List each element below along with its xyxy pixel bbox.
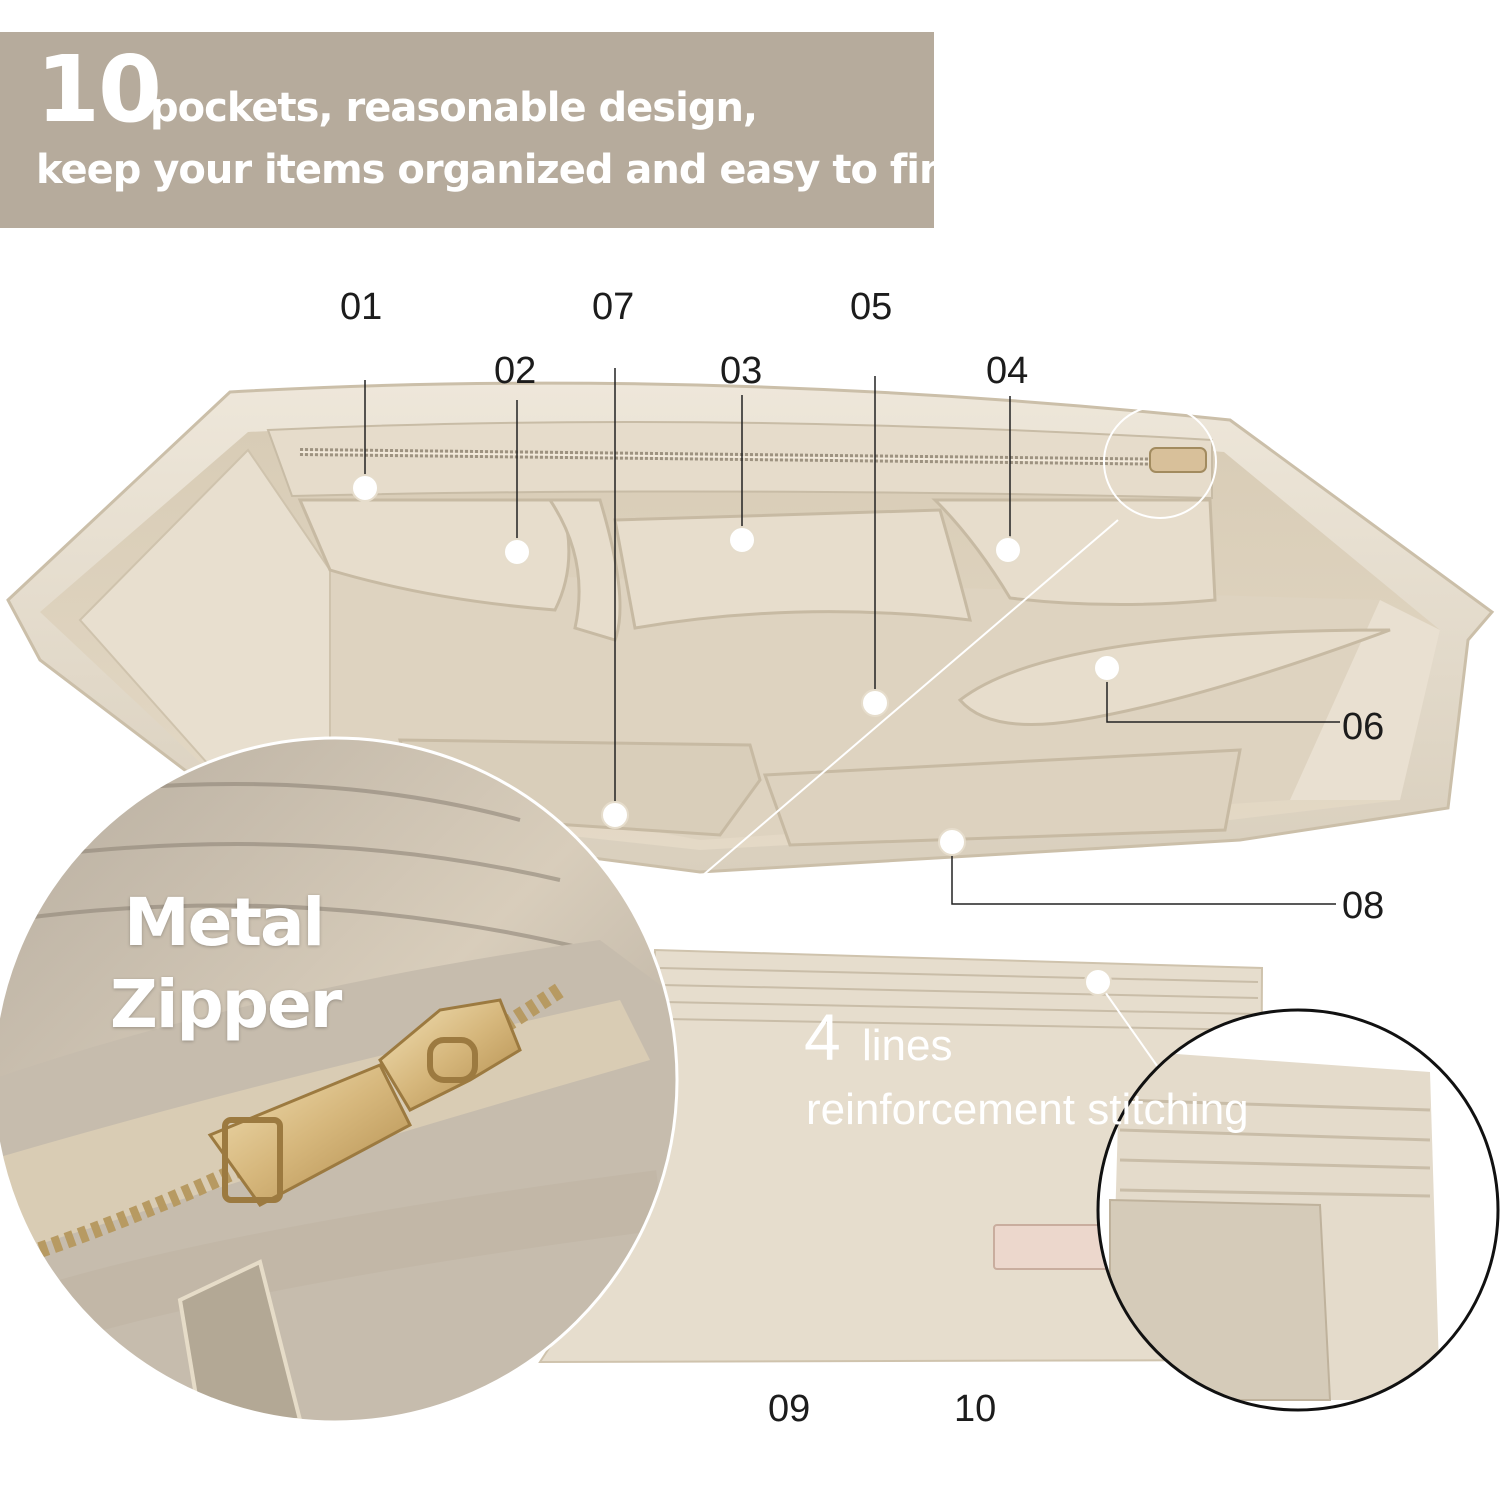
header-band (0, 32, 934, 228)
headline-number: 10 (36, 36, 162, 143)
pocket-label-04: 04 (986, 350, 1029, 392)
pocket-label-01: 01 (340, 286, 383, 328)
stitching-callout-number: 4 (804, 1000, 841, 1074)
headline-line2: keep your items organized and easy to fi… (36, 147, 975, 193)
zipper-zoom (0, 736, 679, 1424)
pocket-label-10: 10 (954, 1388, 997, 1430)
pocket-label-02: 02 (494, 350, 537, 392)
pocket-label-03: 03 (720, 350, 763, 392)
stitching-callout-line2: reinforcement stitching (806, 1085, 1249, 1134)
pocket-label-09: 09 (768, 1388, 811, 1430)
liner-panel (538, 948, 1264, 1364)
pocket-label-07: 07 (592, 286, 635, 328)
zipper-callout-line1: Metal (124, 884, 325, 961)
stitching-callout-word: lines (862, 1021, 953, 1070)
headline-line1: pockets, reasonable design, (150, 85, 758, 131)
inner-dividers (297, 498, 1391, 847)
stitching-zoom (1096, 1008, 1500, 1412)
zipper-pocket (266, 421, 1213, 500)
pocket-label-06: 06 (1342, 706, 1385, 748)
zipper-callout-line2: Zipper (110, 966, 342, 1043)
pocket-label-05: 05 (850, 286, 893, 328)
zipper-pointer (694, 405, 1217, 883)
pocket-label-08: 08 (1342, 885, 1385, 927)
